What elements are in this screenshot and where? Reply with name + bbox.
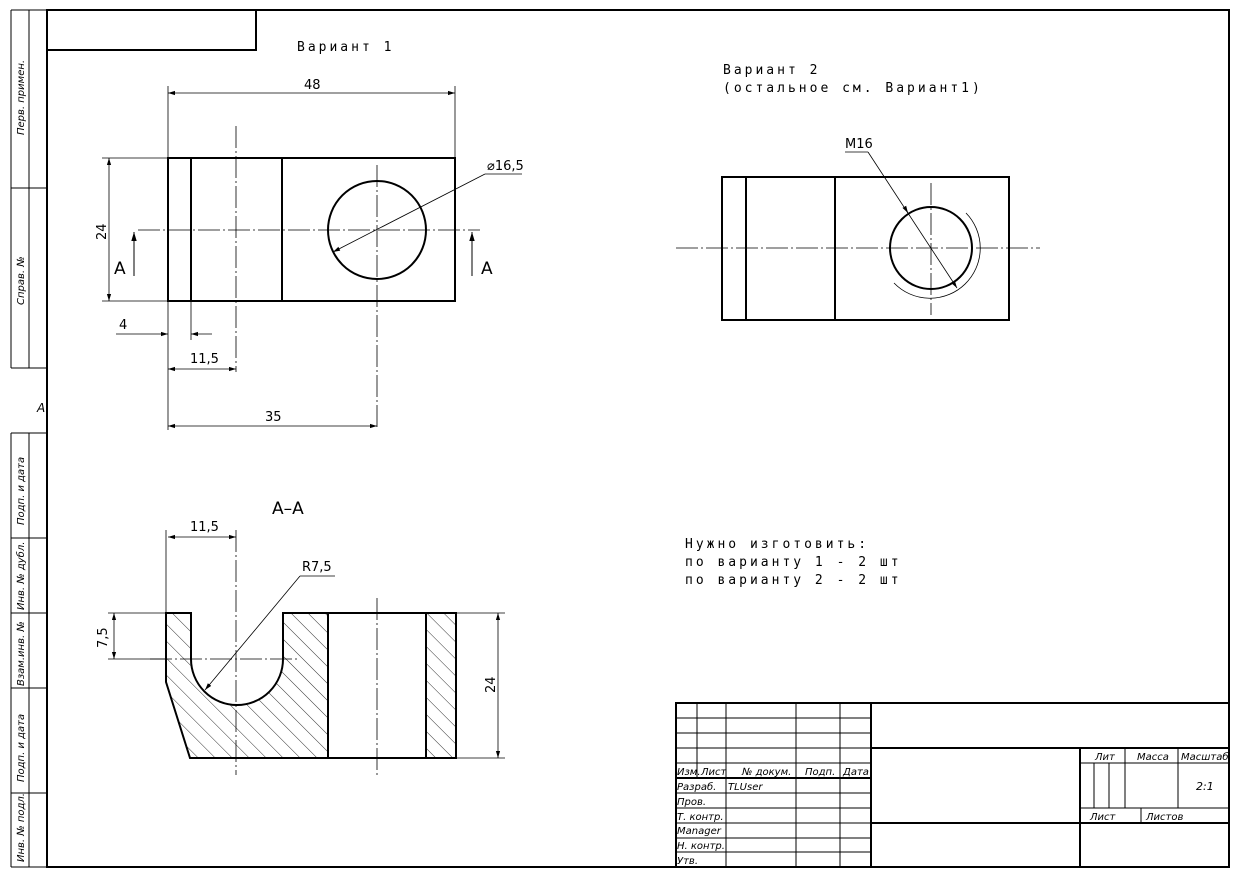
tb-row-razrab: Разраб. [677, 781, 716, 793]
side-margin: Перв. примен. Справ. № Подп. и дата Инв.… [10, 9, 47, 868]
margin-cell-podp-data-1: Подп. и дата [16, 457, 27, 525]
tb-sheets-label: Листов [1145, 812, 1183, 823]
tb-mass-label: Масса [1137, 752, 1169, 763]
tb-row-prov: Пров. [677, 797, 706, 808]
dim-offset-35: 35 [265, 410, 282, 425]
dim-offset-4: 4 [119, 318, 127, 333]
tb-developer-name: TLUser [728, 782, 763, 793]
tb-scale-value: 2:1 [1196, 780, 1214, 793]
sheet-frame [46, 9, 1230, 868]
section-title: А–А [272, 499, 304, 519]
margin-cell-perv-primen: Перв. примен. [16, 60, 27, 135]
tb-row-utv: Утв. [677, 856, 698, 867]
tb-row-t-kontr: Т. контр. [677, 812, 724, 823]
margin-cell-podp-data-2: Подп. и дата [16, 714, 27, 782]
dim-height-24: 24 [95, 223, 110, 240]
section-dim-11-5: 11,5 [190, 520, 219, 535]
variant2-title: Вариант 2 [723, 63, 820, 78]
tb-header-podp: Подп. [805, 767, 835, 778]
variant1-title: Вариант 1 [297, 40, 394, 55]
tb-header-list: Лист [700, 767, 728, 778]
section-aa-view: А–А 11,5 R7,5 7,5 24 [96, 499, 505, 775]
tb-header-date: Дата [842, 767, 869, 778]
production-notes: Нужно изготовить: по варианту 1 - 2 шт п… [685, 537, 902, 588]
notes-line-2: по варианту 2 - 2 шт [685, 573, 902, 588]
tb-sheet-label: Лист [1089, 812, 1117, 823]
section-dim-radius: R7,5 [302, 560, 332, 575]
section-mark-right: А [481, 259, 493, 279]
margin-cell-inv-podl: Инв. № подл. [16, 793, 27, 862]
variant2-subtitle: (остальное см. Вариант1) [723, 81, 983, 96]
tb-row-manager: Manager [677, 826, 722, 837]
dim-hole-diameter: ⌀16,5 [487, 159, 524, 174]
notes-heading: Нужно изготовить: [685, 537, 869, 552]
variant1-view: Вариант 1 48 24 ⌀16,5 4 11,5 [95, 40, 524, 430]
margin-letter: А [36, 401, 45, 415]
dim-offset-11-5: 11,5 [190, 352, 219, 367]
dim-width-48: 48 [304, 78, 321, 93]
margin-cell-vzam-inv: Взам.инв. № [16, 621, 27, 686]
margin-cell-inv-dubl: Инв. № дубл. [15, 542, 27, 610]
tb-header-doc-no: № докум. [741, 767, 791, 778]
section-dim-depth: 7,5 [96, 627, 111, 648]
margin-cell-sprav: Справ. № [16, 256, 27, 305]
tb-lit-label: Лит [1094, 752, 1116, 763]
tb-header-izm: Изм. [677, 767, 701, 778]
variant2-view: Вариант 2 (остальное см. Вариант1) М16 [676, 63, 1040, 321]
tb-row-n-kontr: Н. контр. [677, 841, 725, 852]
variant2-thread-label: М16 [845, 137, 873, 152]
tb-scale-label: Масштаб [1181, 751, 1229, 763]
section-mark-left: А [114, 259, 126, 279]
notes-line-1: по варианту 1 - 2 шт [685, 555, 902, 570]
section-dim-height: 24 [484, 676, 499, 693]
title-block: Изм. Лист № докум. Подп. Дата Разраб. Пр… [675, 702, 1230, 868]
